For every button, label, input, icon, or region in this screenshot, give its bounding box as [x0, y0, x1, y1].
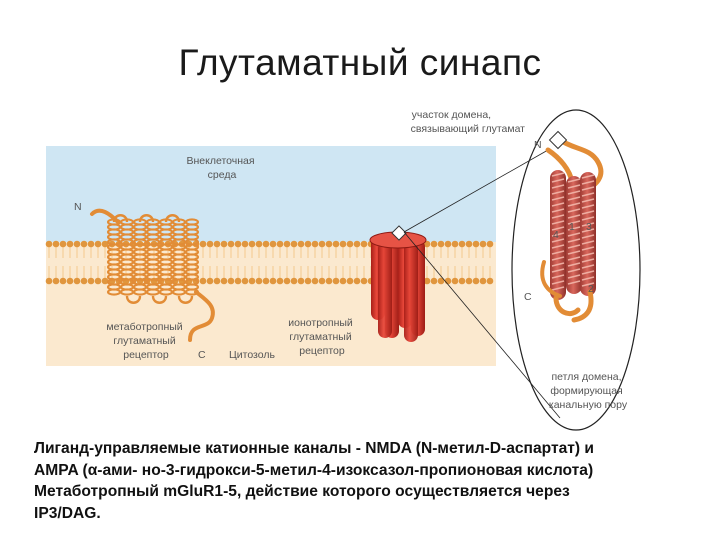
caption-line: Лиганд-управляемые катионные каналы - NM… [34, 438, 704, 460]
segment-number-2: 2 [588, 283, 594, 295]
n-terminal-label-left: N [74, 201, 82, 213]
cytosol-label: Цитозоль [229, 349, 275, 361]
n-terminal-label-right: N [534, 139, 542, 151]
binding-site-marker [550, 132, 567, 149]
segment-number-3: 3 [586, 221, 592, 233]
segment-number-1: 1 [569, 221, 575, 233]
c-terminal-label-right: C [524, 291, 532, 303]
binding-domain-label: участок домена, связывающий глутамат [411, 109, 526, 135]
caption-line: AMPA (α-ами- но-3-гидрокси-5-метил-4-изо… [34, 460, 704, 482]
caption-line: Метаботропный mGluR1-5, действие которог… [34, 481, 704, 503]
caption: Лиганд-управляемые катионные каналы - NM… [34, 438, 704, 524]
extracellular-region [46, 146, 496, 242]
pore-loop-label: петля домена, формирующая канальную пору [549, 371, 628, 411]
segment-number-4: 4 [553, 229, 559, 241]
caption-line: IP3/DAG. [34, 503, 704, 525]
c-terminal-label-left: C [198, 349, 206, 361]
ionotropic-receptor [370, 226, 426, 342]
metabotropic-receptor [108, 215, 198, 303]
